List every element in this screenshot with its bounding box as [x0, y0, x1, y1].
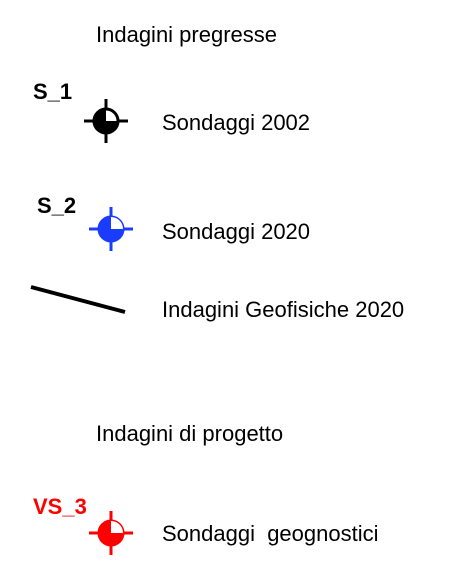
borehole-code-s2: S_2	[37, 193, 77, 218]
section-heading-indagini-di-progetto: Indagini di progetto	[96, 421, 284, 446]
label-sondaggi-2002: Sondaggi 2002	[162, 110, 311, 135]
label-indagini-geofisiche-2020: Indagini Geofisiche 2020	[162, 297, 405, 322]
borehole-2020-icon	[89, 207, 133, 251]
borehole-code-s1: S_1	[33, 79, 73, 104]
borehole-code-vs3: VS_3	[33, 494, 87, 519]
label-sondaggi-2020: Sondaggi 2020	[162, 219, 311, 244]
section-heading-indagini-pregresse: Indagini pregresse	[96, 22, 278, 47]
borehole-2002-icon	[84, 99, 128, 143]
geophysical-line-icon	[30, 285, 126, 314]
label-sondaggi-geognostici: Sondaggi geognostici	[162, 521, 379, 546]
borehole-geognostic-icon	[89, 511, 133, 555]
